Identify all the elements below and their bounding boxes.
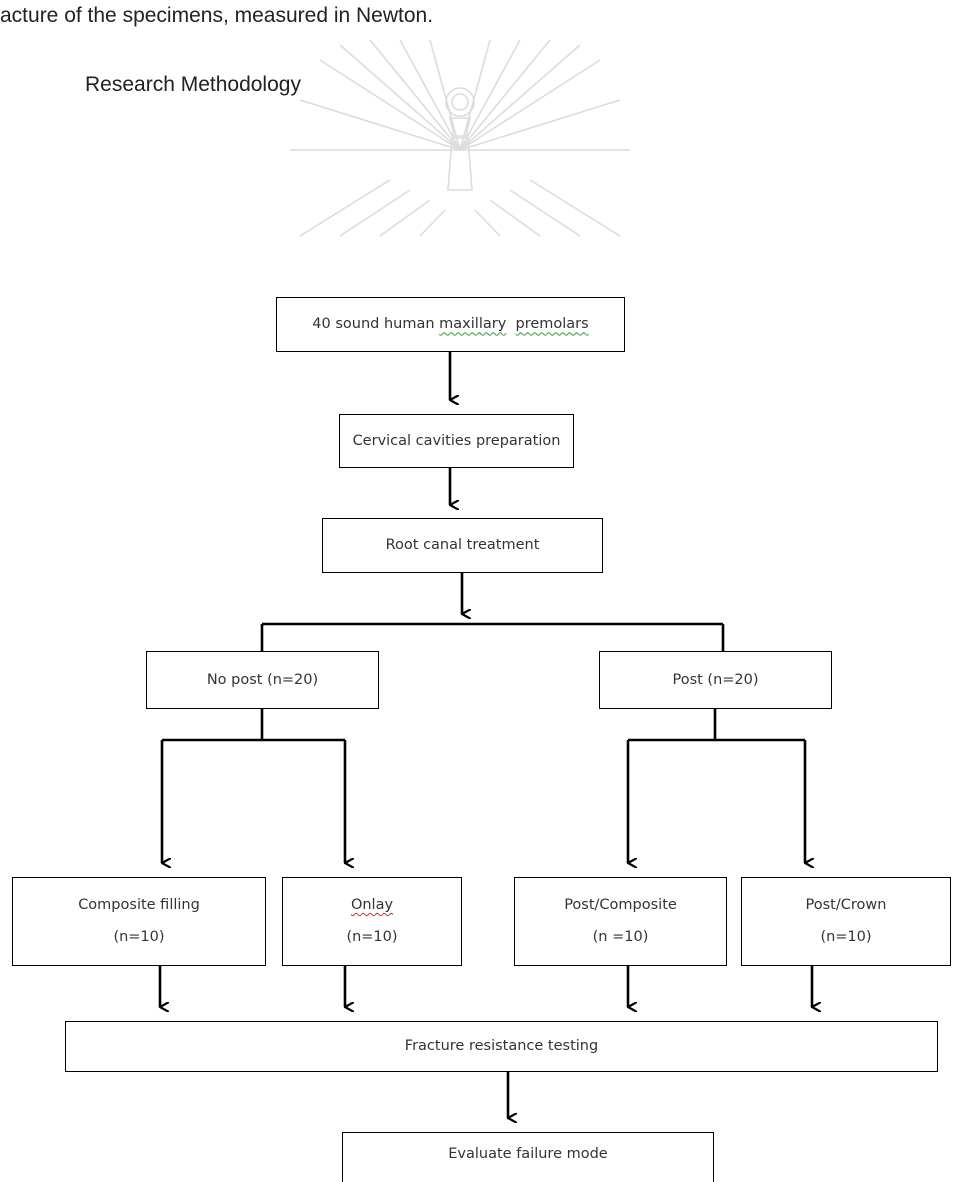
- onlay-label: Onlay: [350, 897, 394, 913]
- university-seal-watermark: [290, 40, 630, 237]
- evaluate-failure-label: Evaluate failure mode: [448, 1146, 608, 1163]
- composite-filling-count: (n=10): [113, 929, 165, 946]
- box-fracture-testing: Fracture resistance testing: [65, 1021, 938, 1072]
- composite-filling-label: Composite filling: [78, 897, 200, 913]
- box-cavity-preparation: Cervical cavities preparation: [339, 414, 574, 468]
- box-composite-filling: Composite filling (n=10): [12, 877, 266, 966]
- sample-term-premolars: premolars: [515, 316, 589, 333]
- box-onlay: Onlay (n=10): [282, 877, 462, 966]
- box-sample-selection: 40 sound human maxillary premolars: [276, 297, 625, 352]
- post-composite-label: Post/Composite: [564, 897, 677, 913]
- cavity-preparation-label: Cervical cavities preparation: [352, 432, 561, 449]
- post-crown-count: (n=10): [820, 929, 872, 946]
- box-post-group: Post (n=20): [599, 651, 832, 709]
- post-crown-label: Post/Crown: [805, 897, 887, 913]
- box-root-canal-treatment: Root canal treatment: [322, 518, 603, 573]
- no-post-label: No post (n=20): [206, 671, 319, 688]
- box-post-composite: Post/Composite (n =10): [514, 877, 727, 966]
- root-canal-label: Root canal treatment: [385, 537, 540, 554]
- box-no-post-group: No post (n=20): [146, 651, 379, 709]
- onlay-count: (n=10): [346, 929, 398, 946]
- fracture-testing-label: Fracture resistance testing: [404, 1038, 599, 1055]
- box-post-crown: Post/Crown (n=10): [741, 877, 951, 966]
- sample-prefix: 40 sound human: [312, 316, 440, 333]
- box-evaluate-failure: Evaluate failure mode: [342, 1132, 714, 1182]
- intro-text-line: acture of the specimens, measured in New…: [0, 4, 434, 27]
- post-label: Post (n=20): [672, 671, 759, 688]
- sample-term-maxillary: maxillary: [439, 316, 507, 333]
- section-heading: Research Methodology: [85, 73, 301, 96]
- post-composite-count: (n =10): [592, 929, 649, 946]
